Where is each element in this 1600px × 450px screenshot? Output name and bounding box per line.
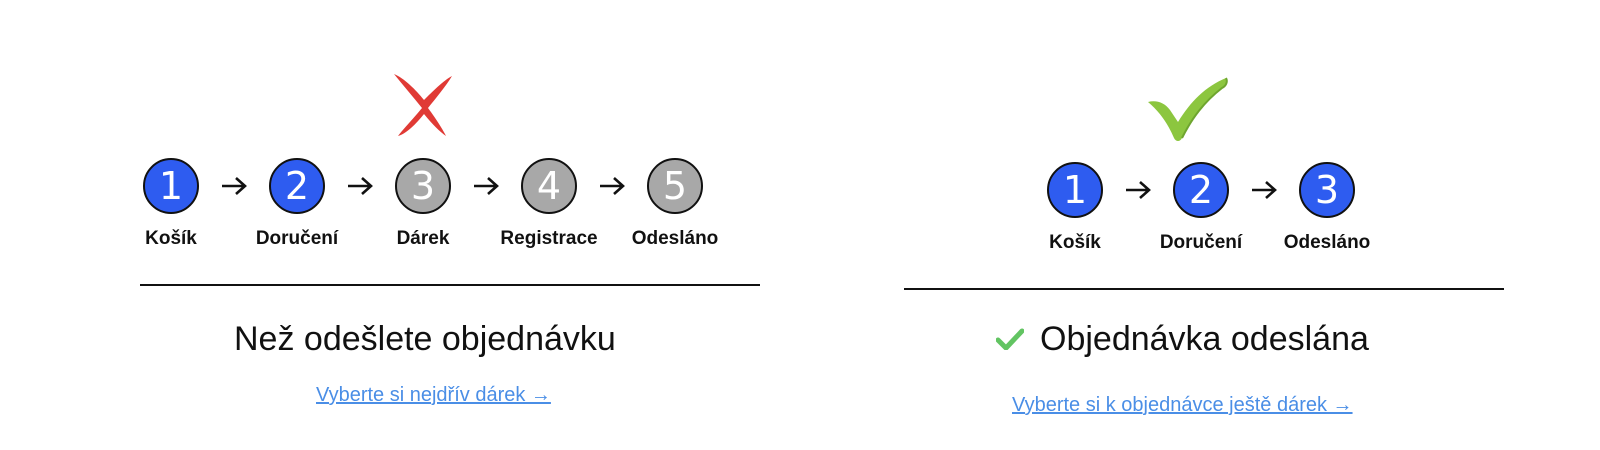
step-label: Dárek	[396, 228, 450, 249]
page-heading: Než odešlete objednávku	[234, 320, 616, 359]
checkout-stepper: 1 Košík 2 Doručení 3 Dárek 4 Registrace …	[126, 158, 720, 250]
step-1: 1 Košík	[126, 158, 216, 250]
check-icon	[995, 320, 1025, 359]
arrow-right-icon	[468, 158, 504, 214]
step-2: 2 Doručení	[1156, 162, 1246, 254]
step-4: 4 Registrace	[500, 158, 598, 250]
step-number: 3	[1299, 162, 1355, 218]
arrow-right-icon	[594, 158, 630, 214]
step-number: 2	[269, 158, 325, 214]
step-1: 1 Košík	[1030, 162, 1120, 254]
step-label: Košík	[1049, 232, 1101, 253]
left-panel: 1 Košík 2 Doručení 3 Dárek 4 Registrace …	[126, 70, 760, 406]
right-panel: 1 Košík 2 Doručení 3 Odesláno Objednávka…	[800, 0, 1600, 450]
choose-gift-link[interactable]: Vyberte si nejdřív dárek →	[316, 384, 551, 406]
step-number: 5	[647, 158, 703, 214]
heading-text: Objednávka odeslána	[1040, 320, 1369, 358]
step-number: 2	[1173, 162, 1229, 218]
step-number: 4	[521, 158, 577, 214]
step-3: 3 Dárek	[378, 158, 468, 250]
add-gift-link[interactable]: Vyberte si k objednávce ještě dárek →	[1012, 394, 1353, 416]
step-3: 3 Odesláno	[1282, 162, 1372, 254]
step-5: 5 Odesláno	[630, 158, 720, 250]
page-heading: Objednávka odeslána	[995, 320, 1369, 359]
x-mark-icon	[388, 70, 454, 143]
arrow-right-icon	[1120, 162, 1156, 218]
step-2: 2 Doručení	[252, 158, 342, 250]
divider	[904, 288, 1504, 290]
step-label: Doručení	[1159, 232, 1243, 253]
step-number: 1	[143, 158, 199, 214]
step-label: Odesláno	[1283, 232, 1371, 253]
arrow-right-icon	[342, 158, 378, 214]
step-number: 1	[1047, 162, 1103, 218]
check-mark-icon	[1146, 76, 1230, 147]
checkout-stepper: 1 Košík 2 Doručení 3 Odesláno	[1030, 162, 1372, 254]
step-label: Košík	[145, 228, 197, 249]
arrow-right-icon	[216, 158, 252, 214]
step-label: Doručení	[255, 228, 339, 249]
arrow-right-icon	[1246, 162, 1282, 218]
step-label: Registrace	[500, 228, 598, 249]
heading-text: Než odešlete objednávku	[234, 320, 616, 358]
step-label: Odesláno	[631, 228, 719, 249]
divider	[140, 284, 760, 286]
step-number: 3	[395, 158, 451, 214]
